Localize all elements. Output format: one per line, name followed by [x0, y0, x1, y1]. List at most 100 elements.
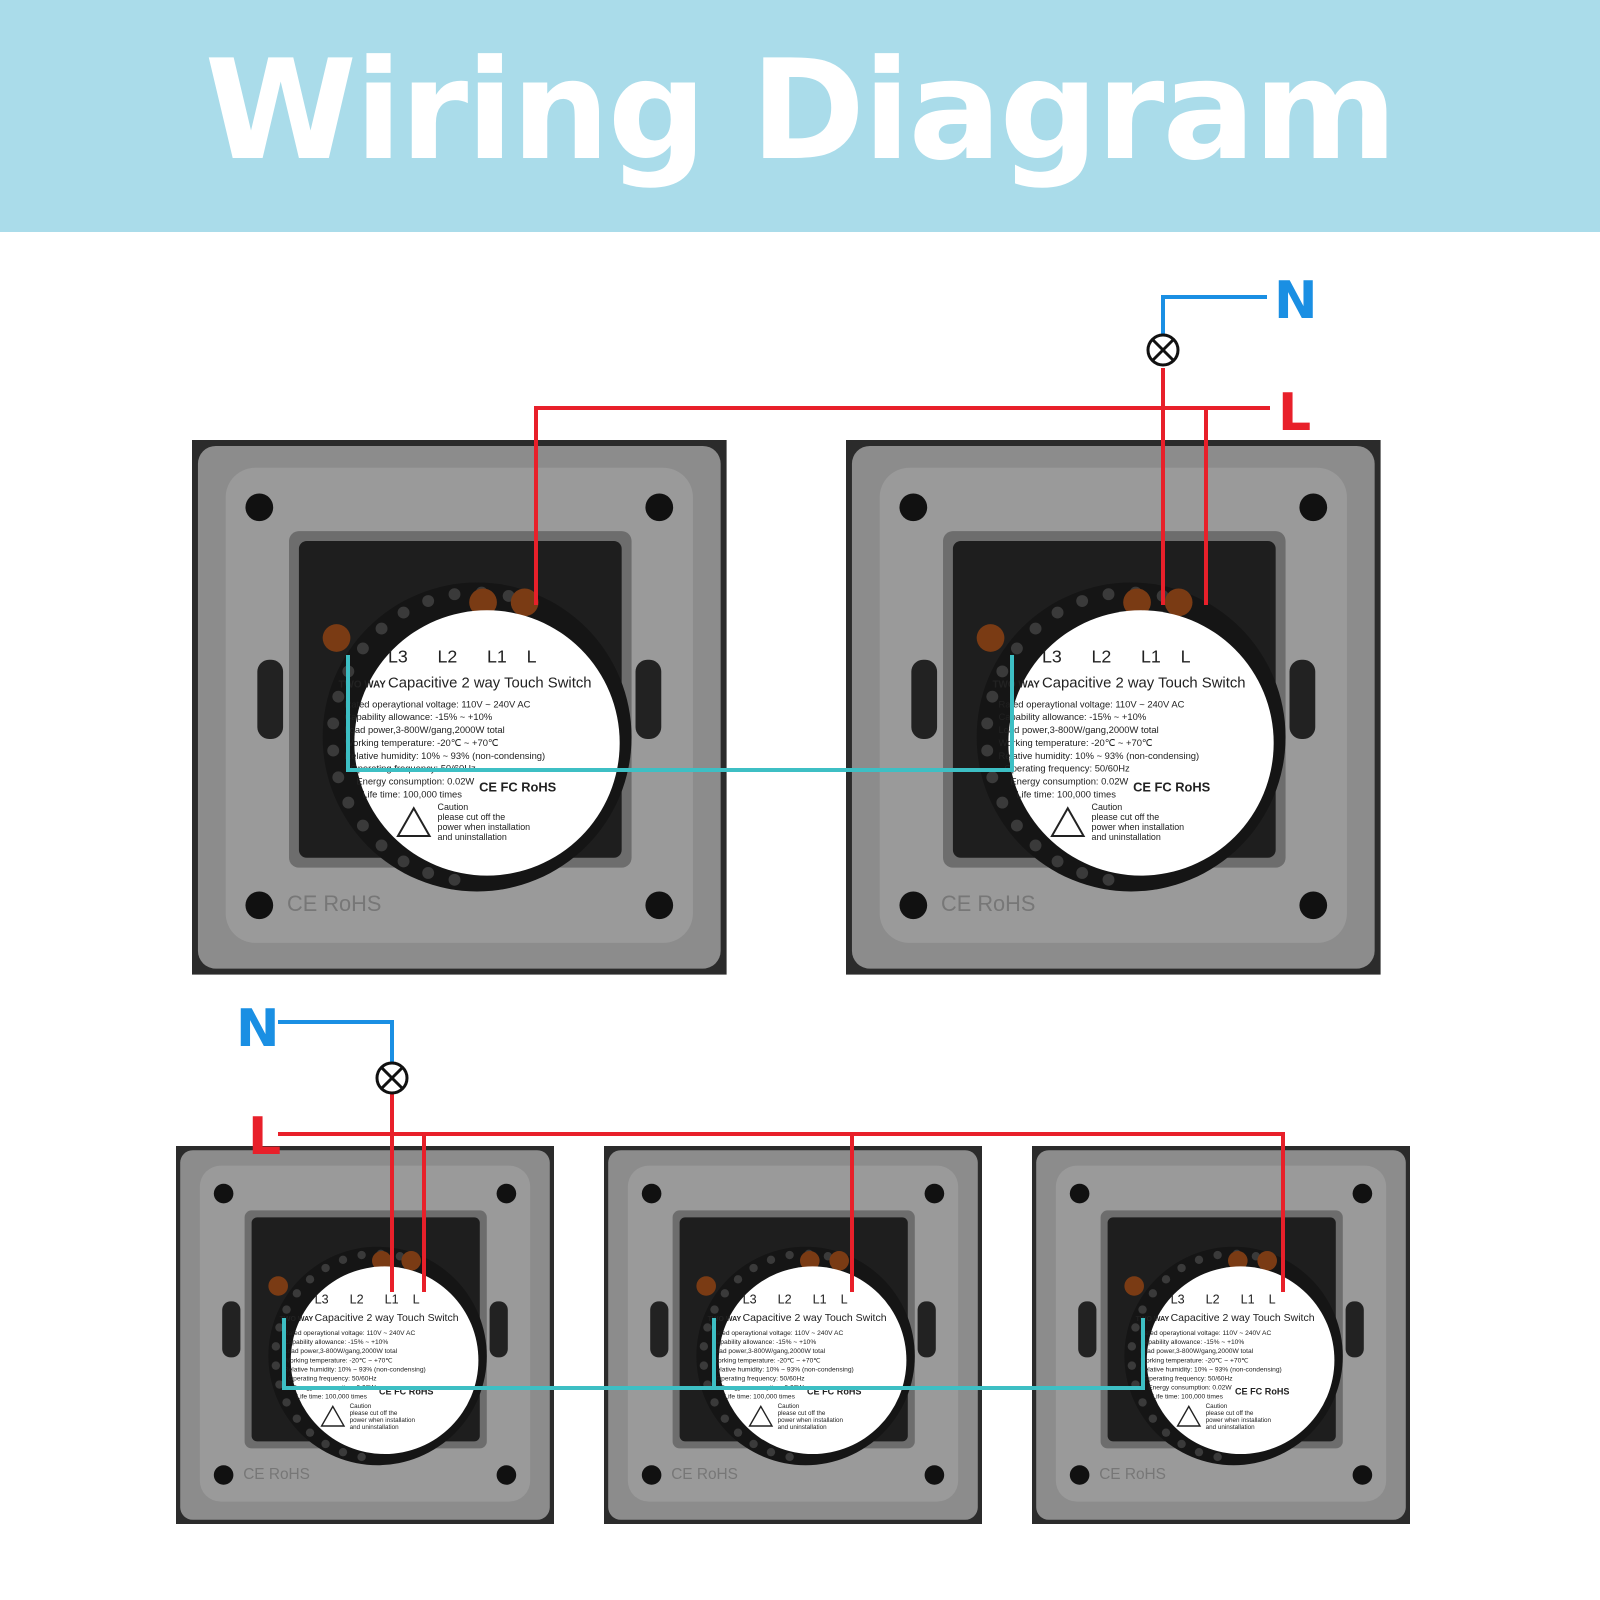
mount-slot: [1289, 659, 1316, 739]
housing-notch: [397, 606, 410, 619]
caution-icon: [396, 806, 432, 837]
terminal-label: L: [527, 647, 537, 667]
panel-mark: CE RoHS: [243, 1466, 310, 1483]
spec-line: Life time: 100,000 times: [1152, 1394, 1223, 1401]
product-name: Capacitive 2 way Touch Switch: [388, 676, 592, 692]
screw-hole: [641, 1465, 662, 1485]
screw-hole: [641, 1183, 662, 1204]
housing-notch: [710, 1305, 719, 1314]
screw-hole: [1352, 1465, 1373, 1485]
housing-notch: [1131, 1323, 1140, 1332]
spec-line: Energy consumption: 0.02W: [356, 776, 474, 787]
housing-notch: [271, 1361, 281, 1370]
spec-line: Operating frequency: 50/60Hz: [716, 1376, 805, 1383]
screw-hole: [1299, 891, 1328, 920]
spec-line: Working temperature: -20℃ ~ +70℃: [284, 1357, 393, 1364]
caution-line: Caution: [438, 802, 469, 812]
spec-line: Capability allowance: -15% ~ +10%: [1140, 1339, 1245, 1346]
terminal-label: L: [1269, 1293, 1276, 1307]
housing-notch: [1051, 855, 1064, 868]
housing-notch: [327, 744, 340, 757]
spec-line: Capability allowance: -15% ~ +10%: [712, 1339, 817, 1346]
spec-sticker: [718, 1266, 907, 1454]
title-banner: [0, 0, 1600, 232]
housing-notch: [996, 665, 1009, 678]
housing-notch: [357, 1452, 366, 1462]
terminal-screw-l: [401, 1251, 421, 1271]
spec-line: Rated operaytional voltage: 110V ~ 240V …: [284, 1330, 416, 1337]
screw-hole: [245, 493, 274, 522]
housing-notch: [1177, 1439, 1186, 1449]
panel-mark: CE RoHS: [287, 891, 381, 916]
housing-notch: [699, 1342, 709, 1351]
screw-hole: [496, 1465, 517, 1485]
mount-slot: [635, 659, 662, 739]
housing-notch: [275, 1380, 284, 1389]
caution-line: power when installation: [438, 822, 531, 832]
screw-hole: [496, 1183, 517, 1204]
caution-line: and uninstallation: [438, 832, 507, 842]
housing-notch: [986, 771, 999, 784]
product-name: Capacitive 2 way Touch Switch: [1171, 1312, 1315, 1324]
terminal-label: L3: [1042, 647, 1062, 667]
spec-line: Relative humidity: 10% ~ 93% (non-conden…: [1140, 1366, 1282, 1373]
caution-line: power when installation: [1206, 1417, 1272, 1424]
terminal-label: L2: [438, 647, 458, 667]
housing-notch: [703, 1323, 712, 1332]
housing-notch: [1051, 606, 1064, 619]
terminal-label: L1: [813, 1293, 827, 1307]
screw-hole: [1299, 493, 1328, 522]
screw-hole: [899, 891, 928, 920]
housing-notch: [282, 1305, 291, 1314]
terminal-label: L1: [1241, 1293, 1255, 1307]
spec-sticker: [354, 610, 620, 876]
caution-line: and uninstallation: [350, 1424, 400, 1431]
live-label: L: [248, 1107, 281, 1167]
lamp-cross: [380, 1066, 404, 1090]
terminal-label: L3: [1171, 1293, 1185, 1307]
terminal-screw-l1: [469, 588, 497, 617]
housing-notch: [327, 717, 340, 730]
mount-slot: [917, 1301, 936, 1358]
terminal-label: L1: [385, 1293, 399, 1307]
terminal-screw-l1: [800, 1251, 820, 1271]
spec-line: Load power,3-800W/gang,2000W total: [998, 724, 1158, 735]
housing-notch: [749, 1263, 758, 1273]
caution-line: Caution: [1206, 1403, 1228, 1410]
housing-notch: [1194, 1447, 1204, 1457]
spec-line: Life time: 100,000 times: [296, 1394, 367, 1401]
spec-line: Rated operaytional voltage: 110V ~ 240V …: [344, 698, 530, 709]
switch-type-prefix: TWO WAY: [339, 680, 387, 691]
terminal-label: L2: [778, 1293, 792, 1307]
housing-notch: [375, 839, 388, 852]
terminal-screw-l3: [322, 624, 351, 652]
spec-line: Energy consumption: 0.02W: [1010, 776, 1128, 787]
caution-line: please cut off the: [1206, 1410, 1254, 1417]
terminal-screw-l1: [1123, 588, 1151, 617]
spec-line: Capability allowance: -15% ~ +10%: [998, 711, 1146, 722]
housing-notch: [1010, 642, 1023, 655]
terminal-screw-l3: [696, 1276, 716, 1296]
housing-notch: [332, 771, 345, 784]
terminal-screw-l3: [976, 624, 1005, 652]
spec-line: Load power,3-800W/gang,2000W total: [1140, 1348, 1254, 1355]
panel-mark: CE RoHS: [671, 1466, 738, 1483]
spec-line: Working temperature: -20℃ ~ +70℃: [1140, 1357, 1249, 1364]
spec-line: Working temperature: -20℃ ~ +70℃: [344, 737, 498, 748]
spec-line: Load power,3-800W/gang,2000W total: [344, 724, 504, 735]
product-name: Capacitive 2 way Touch Switch: [743, 1312, 887, 1324]
terminal-screw-l3: [1124, 1276, 1144, 1296]
housing-notch: [1029, 622, 1042, 635]
spec-line: Working temperature: -20℃ ~ +70℃: [998, 737, 1152, 748]
housing-notch: [275, 1323, 284, 1332]
housing-notch: [1161, 1428, 1171, 1437]
terminal-screw-l1: [372, 1251, 392, 1271]
housing-notch: [448, 588, 461, 601]
caution-line: Caution: [350, 1403, 372, 1410]
cert-marks: CE FC RoHS: [807, 1387, 861, 1397]
housing-notch: [342, 796, 355, 809]
terminal-label: L: [841, 1293, 848, 1307]
